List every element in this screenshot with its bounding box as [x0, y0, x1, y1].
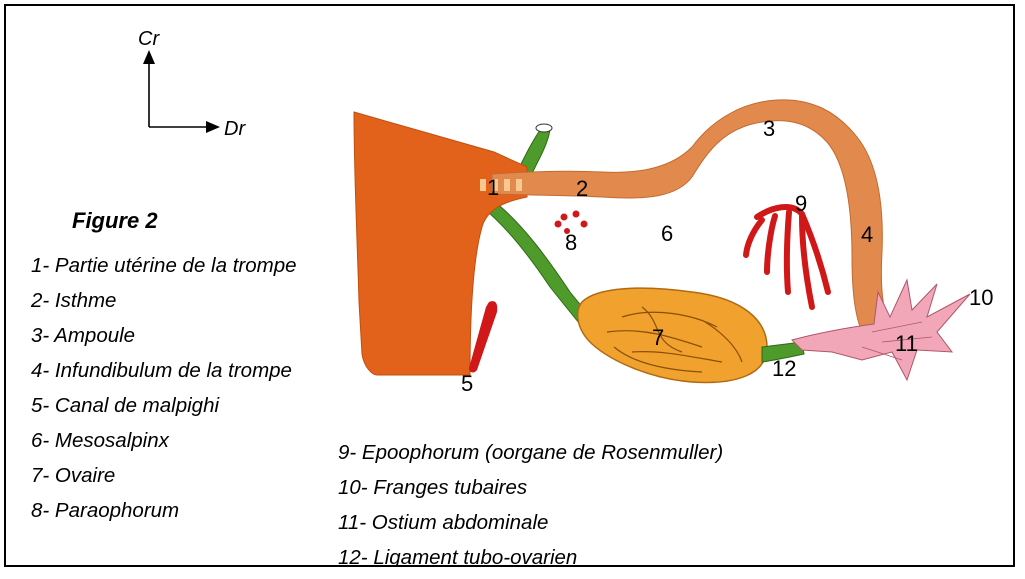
legend-item-10: 10- Franges tubaires: [338, 476, 527, 500]
ovary: [578, 288, 767, 382]
label-5: 5: [461, 371, 473, 396]
epoophorum: [746, 207, 828, 307]
figure-frame: Cr Dr: [4, 4, 1015, 567]
orientation-axes: Cr Dr: [138, 28, 246, 140]
label-9: 9: [795, 191, 807, 216]
uterus: [354, 112, 527, 375]
label-8: 8: [565, 230, 577, 255]
label-7: 7: [652, 325, 664, 350]
axis-dr-label: Dr: [224, 118, 246, 140]
label-1: 1: [487, 175, 499, 200]
legend-item-11: 11- Ostium abdominale: [338, 511, 548, 535]
label-11: 11: [895, 331, 918, 356]
label-12: 12: [772, 356, 796, 381]
ligament-cut-end: [536, 124, 552, 132]
legend-item-2: 2- Isthme: [31, 289, 116, 313]
legend-item-8: 8- Paraophorum: [31, 499, 179, 523]
label-6: 6: [661, 221, 673, 246]
axis-cr-label: Cr: [138, 28, 160, 50]
label-3: 3: [763, 116, 775, 141]
legend-item-9: 9- Epoophorum (oorgane de Rosenmuller): [338, 441, 723, 465]
legend-item-7: 7- Ovaire: [31, 464, 115, 488]
legend-item-1: 1- Partie utérine de la trompe: [31, 254, 297, 278]
label-2: 2: [576, 176, 588, 201]
legend-item-6: 6- Mesosalpinx: [31, 429, 169, 453]
label-10: 10: [969, 285, 993, 310]
legend-item-3: 3- Ampoule: [31, 324, 135, 348]
label-4: 4: [861, 222, 873, 247]
legend-item-12: 12- Ligament tubo-ovarien: [338, 546, 577, 567]
figure-title: Figure 2: [72, 208, 158, 234]
canal-de-malpighi: [469, 301, 497, 372]
legend-item-5: 5- Canal de malpighi: [31, 394, 219, 418]
legend-item-4: 4- Infundibulum de la trompe: [31, 359, 292, 383]
